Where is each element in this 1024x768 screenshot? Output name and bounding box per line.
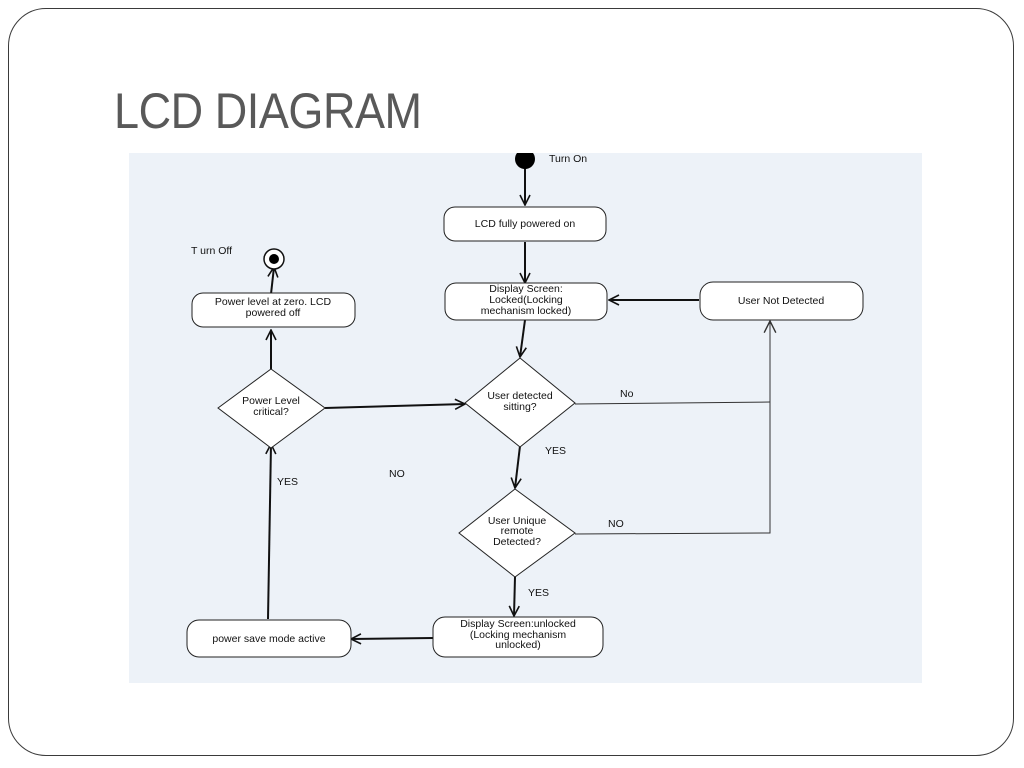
- decision-user-sitting: User detected sitting?: [464, 357, 576, 448]
- node-user-not-detected: User Not Detected: [699, 281, 864, 321]
- node-power-zero: Power level at zero. LCD powered off: [191, 292, 356, 328]
- end-node: [263, 248, 285, 270]
- svg-text:User Unique: User Unique: [488, 515, 547, 527]
- svg-text:Display Screen:: Display Screen:: [489, 283, 563, 295]
- svg-text:unlocked): unlocked): [495, 639, 541, 651]
- flowchart: Turn On T urn Off LCD fully powered on D…: [186, 153, 864, 658]
- svg-text:mechanism locked): mechanism locked): [481, 305, 571, 317]
- label-yes-power: YES: [277, 476, 298, 488]
- svg-text:(Locking mechanism: (Locking mechanism: [470, 629, 567, 641]
- label-no-sitting: No: [620, 388, 634, 400]
- svg-text:critical?: critical?: [253, 406, 289, 418]
- edge-sitting-no-to-not-detected: [574, 401, 771, 405]
- svg-text:powered off: powered off: [246, 307, 301, 319]
- label-no-power: NO: [389, 468, 405, 480]
- label-yes-remote: YES: [528, 587, 549, 599]
- svg-text:power save mode active: power save mode active: [212, 633, 325, 645]
- svg-text:remote: remote: [501, 525, 534, 537]
- decision-power-critical: Power Level critical?: [217, 368, 326, 449]
- start-node: [515, 153, 535, 169]
- svg-text:sitting?: sitting?: [503, 401, 536, 413]
- edge-sitting-to-remote: [515, 445, 520, 488]
- decision-unique-remote: User Unique remote Detected?: [458, 488, 576, 578]
- edge-remote-to-unlocked: [514, 576, 515, 616]
- end-label: T urn Off: [191, 245, 232, 257]
- edge-power-save-to-critical: [268, 444, 271, 620]
- node-display-locked: Display Screen: Locked(Locking mechanism…: [444, 282, 608, 321]
- svg-text:Power level at zero. LCD: Power level at zero. LCD: [215, 296, 332, 308]
- node-power-save: power save mode active: [186, 619, 352, 658]
- start-label: Turn On: [549, 153, 587, 165]
- svg-text:Detected?: Detected?: [493, 536, 541, 548]
- edge-critical-to-sitting: [324, 404, 465, 408]
- svg-text:User detected: User detected: [487, 390, 553, 402]
- label-yes-sitting: YES: [545, 445, 566, 457]
- edge-power-zero-to-end: [271, 267, 274, 295]
- svg-text:LCD fully powered on: LCD fully powered on: [475, 218, 576, 230]
- diagram-panel: Turn On T urn Off LCD fully powered on D…: [129, 153, 922, 683]
- slide-title: LCD DIAGRAM: [114, 83, 422, 139]
- edge-remote-no-to-not-detected: [574, 321, 770, 535]
- svg-text:User Not Detected: User Not Detected: [738, 295, 825, 307]
- edge-unlocked-to-power-save: [351, 638, 434, 639]
- svg-text:Locked(Locking: Locked(Locking: [489, 294, 563, 306]
- svg-text:Display Screen:unlocked: Display Screen:unlocked: [460, 618, 576, 630]
- node-display-unlocked: Display Screen:unlocked (Locking mechani…: [432, 616, 604, 658]
- label-no-remote: NO: [608, 518, 624, 530]
- svg-text:Power Level: Power Level: [242, 395, 300, 407]
- node-lcd-fully-powered-on: LCD fully powered on: [443, 206, 607, 242]
- edge-locked-to-sitting: [520, 319, 525, 357]
